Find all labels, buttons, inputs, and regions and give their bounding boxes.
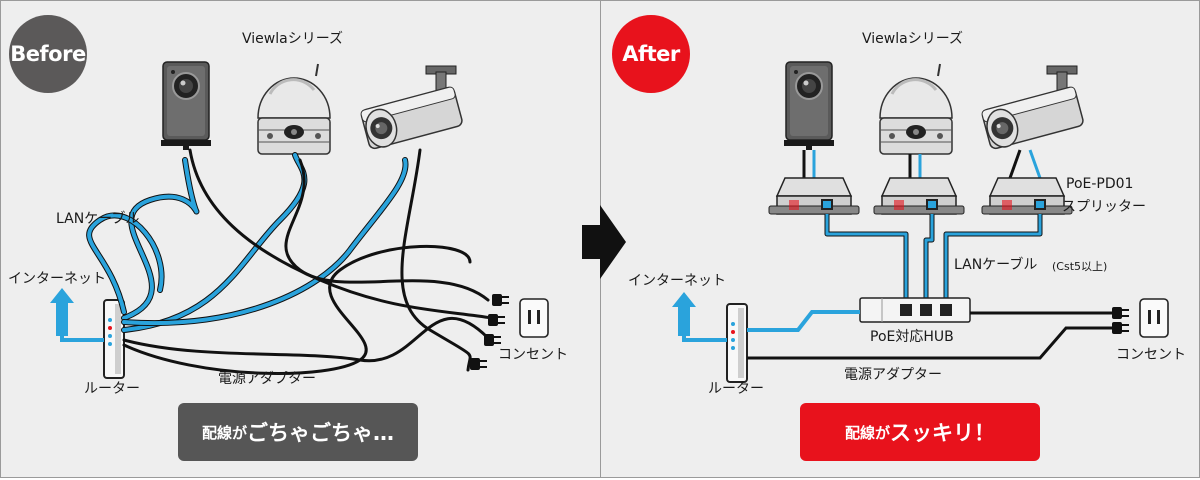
after-badge: After [612, 15, 690, 93]
after-adapter-label: 電源アダプター [844, 367, 942, 383]
after-splitter-1-icon [768, 177, 860, 215]
before-tangled-cables [86, 148, 494, 376]
before-dome-camera-icon [256, 62, 332, 156]
before-title: Viewlaシリーズ [242, 31, 343, 47]
after-banner-main: スッキリ！ [890, 421, 995, 445]
before-box-camera-icon [160, 61, 212, 151]
after-splitter-3-icon [981, 177, 1073, 215]
next-arrow-icon [582, 205, 626, 279]
after-internet-arrow-icon [672, 292, 727, 342]
before-internet-label: インターネット [8, 271, 106, 287]
before-lan-label: LANケーブル [56, 211, 140, 227]
after-box-camera-icon [783, 61, 835, 151]
after-outlet-label: コンセント [1116, 347, 1186, 363]
before-adapter-label: 電源アダプター [218, 371, 316, 387]
after-lan-note: (Cst5以上) [1052, 260, 1108, 273]
before-outlet-icon [519, 298, 549, 338]
after-lan-cables [824, 214, 1043, 305]
before-bullet-camera-icon [359, 65, 465, 152]
before-banner-main: ごちゃごちゃ… [247, 421, 394, 445]
after-hub-label: PoE対応HUB [870, 329, 954, 345]
before-banner-prefix: 配線が [201, 423, 247, 442]
after-splitter-2-icon [873, 177, 965, 215]
before-banner: 配線がごちゃごちゃ… [178, 403, 418, 461]
before-internet-arrow-icon [50, 288, 104, 342]
after-router-icon [726, 303, 748, 383]
after-lan-label: LANケーブル [954, 257, 1038, 273]
after-splitter-label-1: PoE-PD01 [1066, 176, 1134, 192]
after-outlet-icon [1139, 298, 1169, 338]
after-banner: 配線がスッキリ！ [800, 403, 1040, 461]
poe-hub-icon [859, 297, 971, 323]
after-power-cables [747, 311, 1112, 360]
after-banner-prefix: 配線が [844, 423, 890, 442]
after-internet-label: インターネット [628, 273, 726, 289]
after-plugs [1111, 306, 1130, 335]
after-splitter-label-2: スプリッター [1062, 199, 1146, 215]
before-router-label: ルーター [84, 381, 140, 397]
after-router-label: ルーター [708, 381, 764, 397]
after-router-hub-cable [747, 310, 860, 332]
after-panel [600, 0, 1200, 478]
after-dome-camera-icon [878, 62, 954, 156]
after-camera-to-splitter-cables [802, 149, 1042, 179]
after-title: Viewlaシリーズ [862, 31, 963, 47]
before-badge: Before [9, 15, 87, 93]
after-bullet-camera-icon [980, 65, 1086, 152]
before-outlet-label: コンセント [498, 347, 568, 363]
